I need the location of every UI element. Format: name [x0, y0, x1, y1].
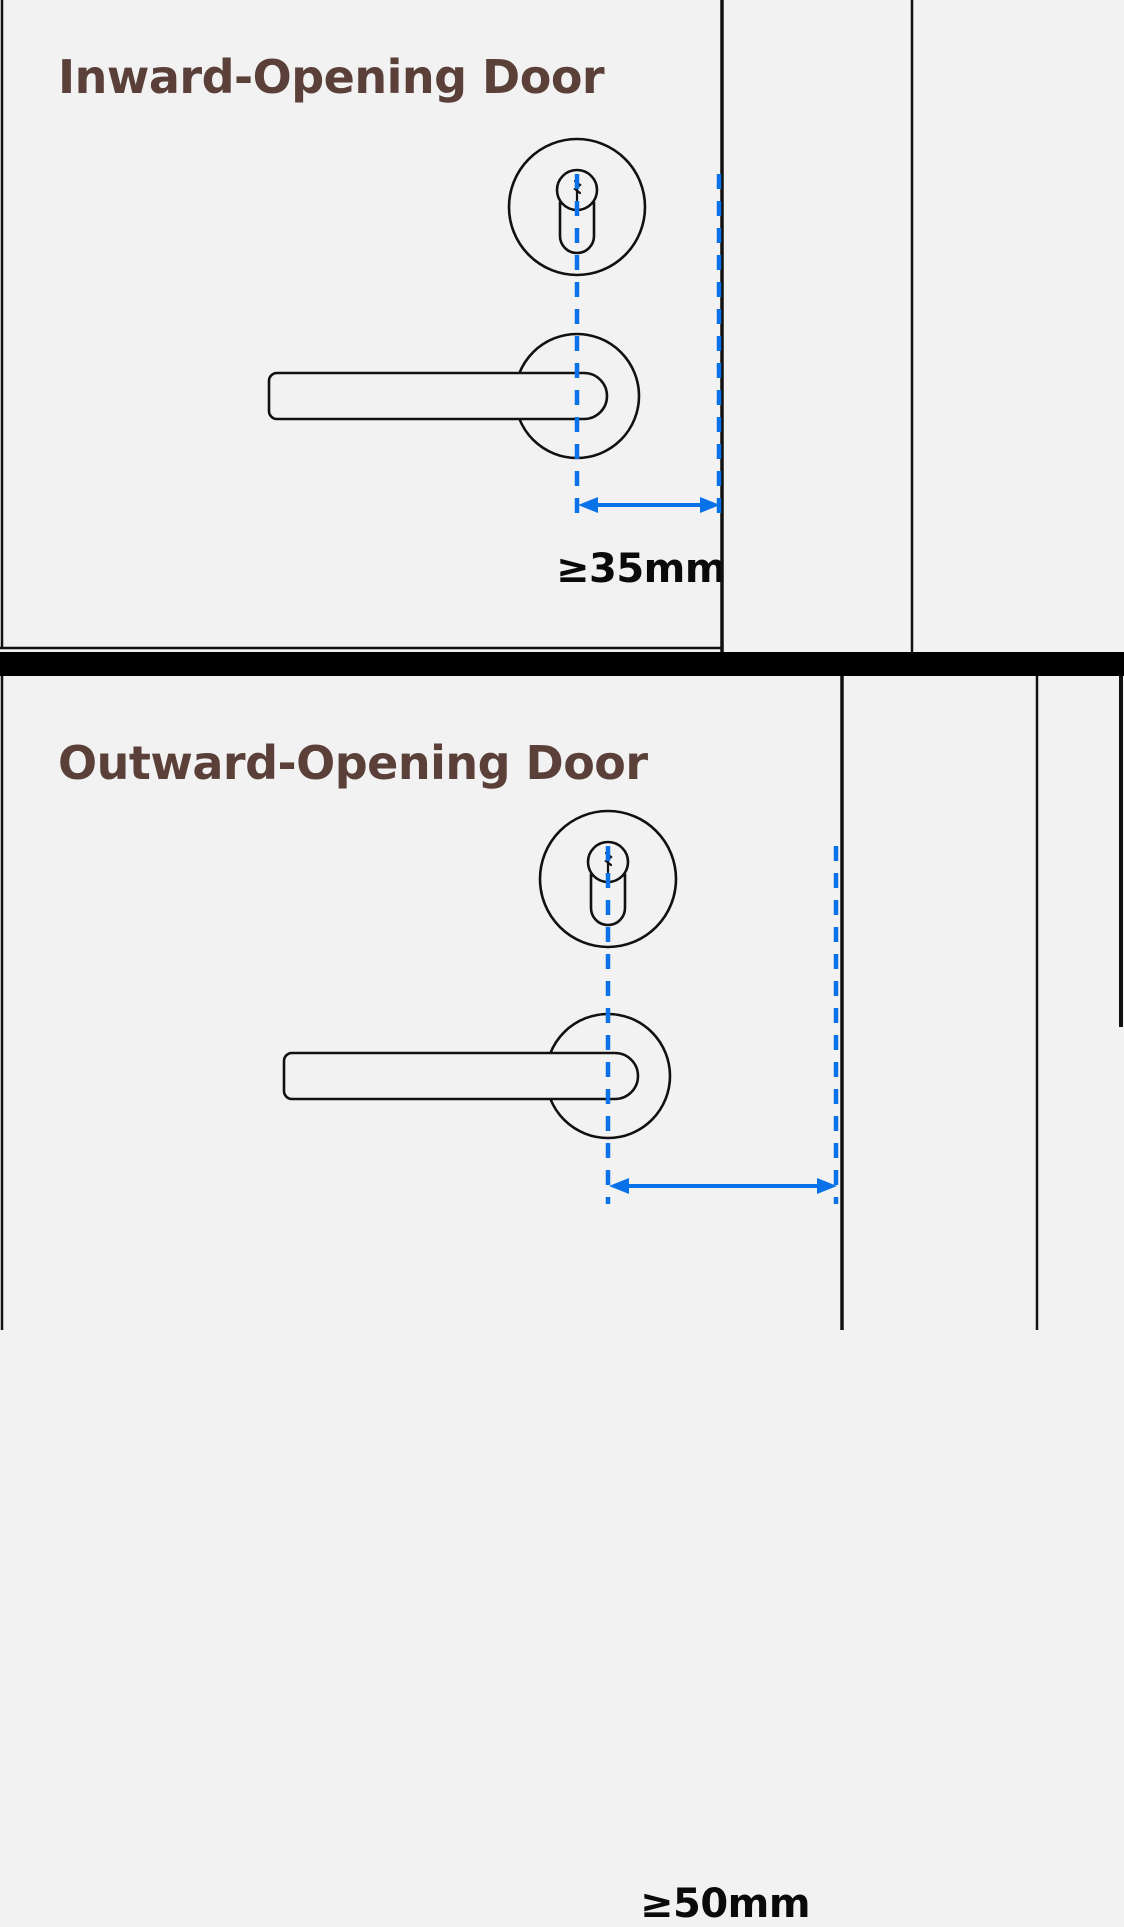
panel-title-outward: Outward-Opening Door: [58, 736, 648, 790]
inward-door-drawing: [0, 0, 914, 652]
lever-handle-icon-inward: [267, 332, 641, 460]
lever-handle-icon-outward: [282, 1012, 672, 1140]
lock-cylinder-icon-inward: [507, 137, 647, 277]
panel-divider: [0, 652, 1124, 676]
door-leaf-outline-inward: [0, 0, 722, 650]
panel-outward-opening-door: Outward-Opening Door ≥50mm: [0, 676, 1124, 1927]
panel-inward-opening-door: Inward-Opening Door ≥35mm: [0, 0, 1124, 652]
dimension-label-inward: ≥35mm: [556, 546, 727, 592]
dimension-label-outward: ≥50mm: [640, 1881, 811, 1927]
dimension-arrow-icon-outward: [609, 1178, 837, 1194]
dimension-arrow-icon-inward: [578, 497, 720, 513]
outward-door-drawing: [0, 676, 1123, 1330]
panel-title-inward: Inward-Opening Door: [58, 50, 605, 104]
